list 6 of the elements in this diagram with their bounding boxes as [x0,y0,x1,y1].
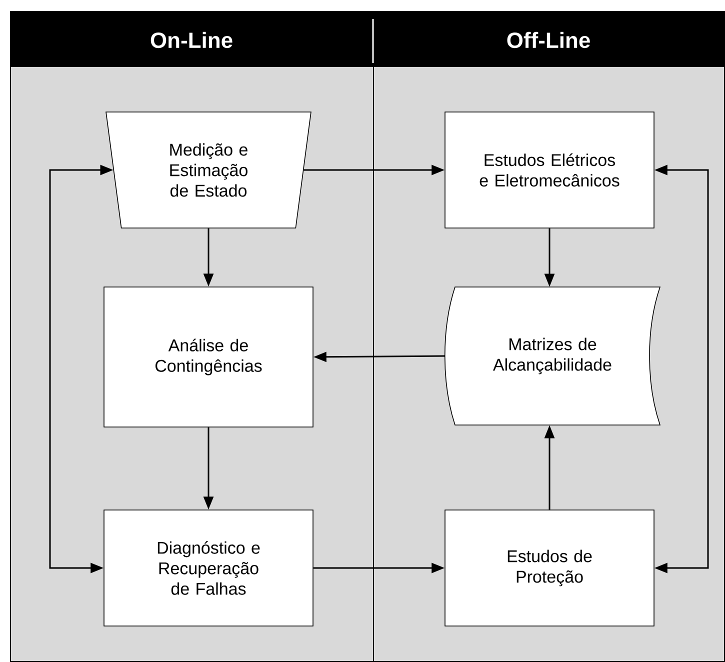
process-box: Análise de Contingências [104,286,314,428]
node-label: Off-Line [507,32,590,48]
node-label: On-Line [150,32,232,48]
process-box: Estudos Elétricos e Eletromecânicos [444,112,654,228]
process-box: Estudos de Proteção [444,510,654,626]
process-box: Diagnóstico e Recuperação de Falhas [104,510,314,626]
